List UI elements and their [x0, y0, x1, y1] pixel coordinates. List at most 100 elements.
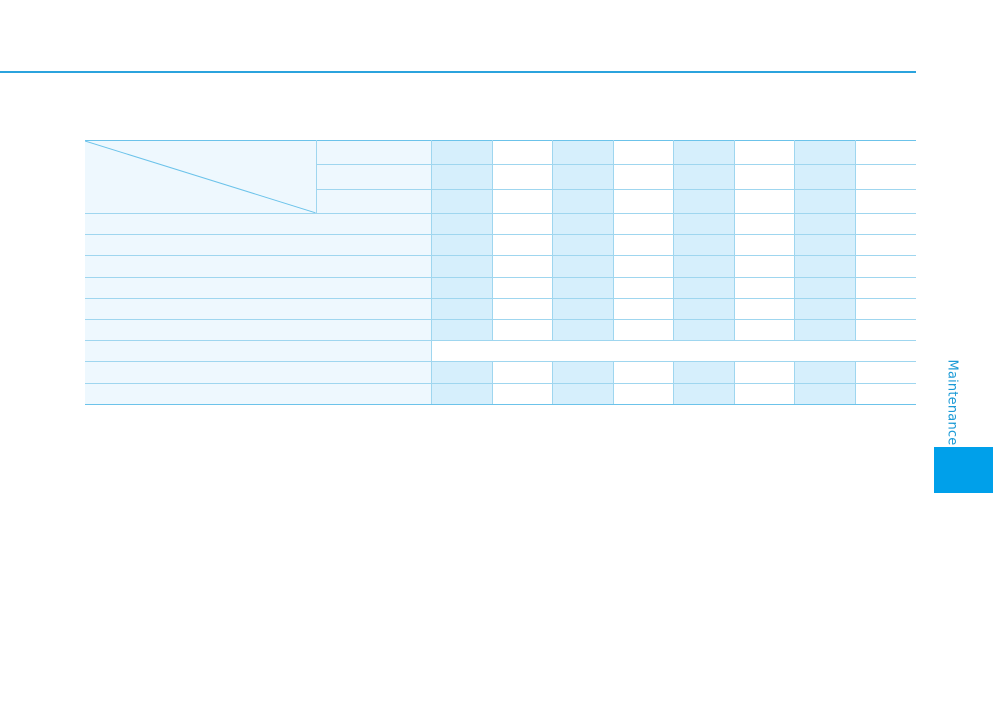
row-cell-1: [430, 234, 493, 257]
row-cell-2: [491, 276, 553, 299]
table-row: [85, 361, 916, 384]
row-cell-3: [551, 276, 614, 299]
header-cell-6: [733, 164, 795, 190]
row-cell-5: [672, 212, 735, 236]
row-cell-3: [551, 255, 614, 278]
maintenance-grid: [85, 139, 916, 406]
row-cell-4: [612, 297, 674, 320]
row-cell-6: [733, 276, 795, 299]
top-rule: [0, 71, 916, 73]
header-cell-3: [551, 188, 614, 214]
header-cell-2: [491, 164, 553, 190]
row-cell-6: [733, 297, 795, 320]
header-label-cell: [316, 188, 432, 214]
row-cell-4: [612, 255, 674, 278]
header-cell-1: [430, 139, 493, 166]
row-cell-8: [854, 382, 916, 406]
header-cell-7: [793, 139, 856, 166]
row-cell-6: [733, 382, 795, 406]
row-cell-5: [672, 361, 735, 384]
header-cell-4: [612, 164, 674, 190]
header-cell-1: [430, 188, 493, 214]
row-cell-6: [733, 318, 795, 342]
row-cell-7: [793, 276, 856, 299]
row-cell-2: [491, 234, 553, 257]
header-row: [85, 164, 916, 190]
row-cell-3: [551, 318, 614, 342]
row-cell-8: [854, 297, 916, 320]
row-cell-4: [612, 382, 674, 406]
row-cell-1: [430, 276, 493, 299]
row-label-cell: [85, 234, 432, 257]
row-cell-7: [793, 318, 856, 342]
row-cell-1: [430, 212, 493, 236]
side-label: Maintenance: [937, 356, 967, 448]
header-cell-5: [672, 139, 735, 166]
row-label-cell: [85, 361, 432, 384]
maintenance-table: [85, 139, 916, 406]
row-cell-2: [491, 318, 553, 342]
row-cell-4: [612, 361, 674, 384]
row-cell-7: [793, 212, 856, 236]
row-cell-7: [793, 234, 856, 257]
header-cell-8: [854, 164, 916, 190]
merged-value-cell: [430, 340, 916, 363]
row-cell-8: [854, 361, 916, 384]
row-cell-1: [430, 361, 493, 384]
header-cell-6: [733, 188, 795, 214]
row-cell-6: [733, 212, 795, 236]
row-cell-4: [612, 276, 674, 299]
row-cell-8: [854, 276, 916, 299]
header-cell-2: [491, 139, 553, 166]
header-cell-8: [854, 139, 916, 166]
table-row: [85, 318, 916, 342]
row-cell-6: [733, 361, 795, 384]
row-cell-7: [793, 361, 856, 384]
table-row: [85, 255, 916, 278]
row-label-cell: [85, 318, 432, 342]
header-cell-2: [491, 188, 553, 214]
header-label-cell: [315, 139, 432, 166]
header-row: [85, 139, 916, 214]
header-cell-1: [430, 164, 493, 190]
row-cell-4: [612, 234, 674, 257]
row-label-cell: [85, 212, 432, 236]
row-label-cell: [85, 297, 432, 320]
row-cell-3: [551, 361, 614, 384]
corner-cell: [85, 140, 317, 214]
side-label-text: Maintenance: [944, 359, 960, 445]
row-cell-8: [854, 234, 916, 257]
row-cell-3: [551, 382, 614, 406]
table-row: [85, 234, 916, 257]
row-cell-8: [854, 255, 916, 278]
diagonal-divider: [85, 141, 316, 213]
table-row: [85, 212, 916, 236]
header-cell-5: [672, 164, 735, 190]
row-cell-4: [612, 318, 674, 342]
row-cell-8: [854, 318, 916, 342]
row-cell-5: [672, 276, 735, 299]
row-cell-5: [672, 255, 735, 278]
header-cell-7: [793, 188, 856, 214]
table-row: [85, 340, 916, 363]
row-cell-2: [491, 255, 553, 278]
row-label-cell: [85, 255, 432, 278]
row-cell-5: [672, 318, 735, 342]
row-cell-2: [491, 382, 553, 406]
row-cell-3: [551, 234, 614, 257]
row-cell-3: [551, 212, 614, 236]
row-cell-3: [551, 297, 614, 320]
header-cell-4: [612, 139, 674, 166]
row-cell-7: [793, 255, 856, 278]
row-cell-2: [491, 297, 553, 320]
row-cell-1: [430, 297, 493, 320]
row-cell-5: [672, 234, 735, 257]
header-label-cell: [316, 164, 432, 190]
table-row: [85, 276, 916, 299]
row-label-cell: [85, 340, 432, 363]
row-cell-1: [430, 382, 493, 406]
row-label-cell: [85, 382, 432, 406]
row-cell-2: [491, 361, 553, 384]
header-cell-7: [793, 164, 856, 190]
row-cell-5: [672, 297, 735, 320]
